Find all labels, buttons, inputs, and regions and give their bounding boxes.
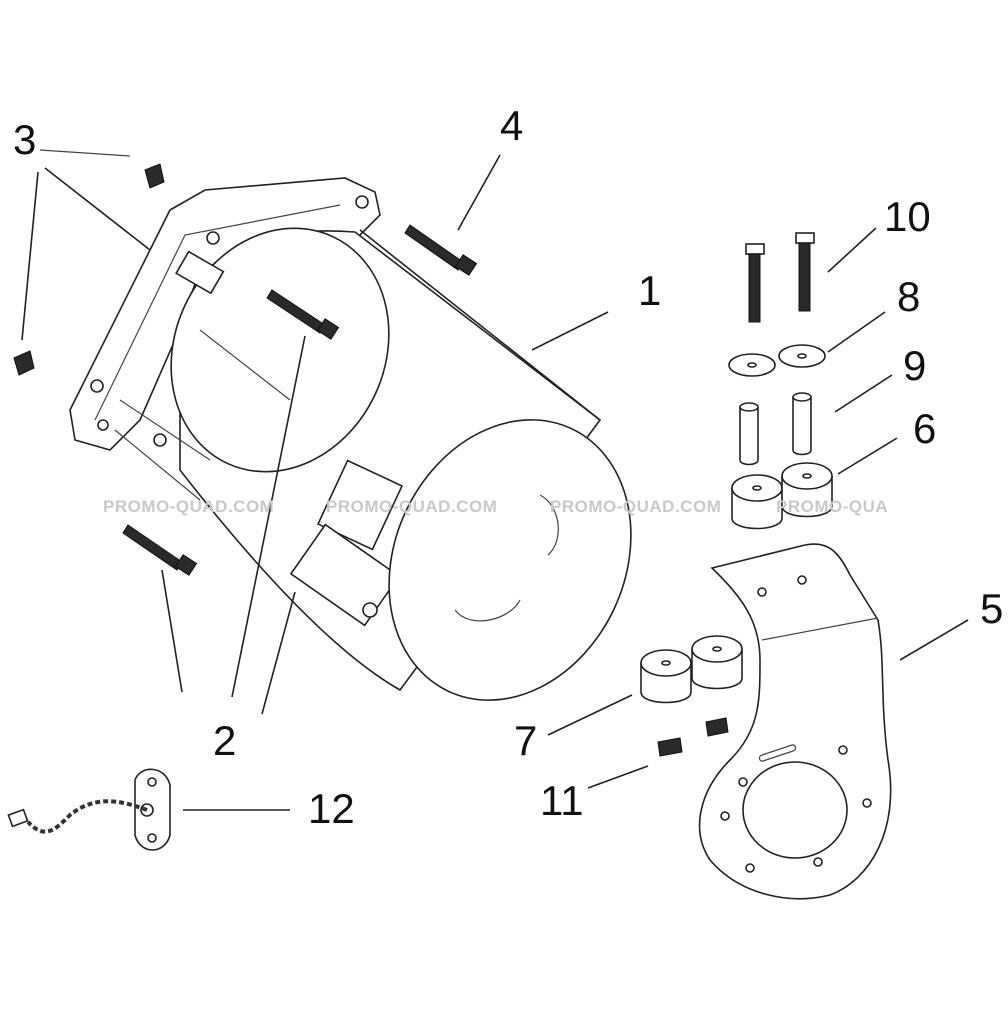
callout-12: 12 xyxy=(308,785,355,832)
sleeve-part-9 xyxy=(739,392,812,466)
callout-7: 7 xyxy=(514,717,538,764)
watermark-text: PROMO-QUAD.COM xyxy=(103,497,275,516)
damper-part-6 xyxy=(731,462,833,530)
watermark-text: PROMO-QUAD.COM xyxy=(326,497,498,516)
callout-5: 5 xyxy=(980,585,1004,632)
bolt-part-2a xyxy=(266,289,340,340)
bolt-part-2b xyxy=(122,524,198,576)
nut-part-11 xyxy=(657,717,729,757)
callout-10: 10 xyxy=(884,193,931,240)
damper-part-7 xyxy=(640,635,743,704)
housing-part-1 xyxy=(69,177,632,701)
leader-lines xyxy=(21,149,969,811)
bolt-part-10 xyxy=(745,232,815,323)
nut-part-3a xyxy=(144,163,165,189)
callout-6: 6 xyxy=(913,405,937,452)
callout-3: 3 xyxy=(13,116,37,163)
callout-8: 8 xyxy=(897,273,921,320)
callout-11: 11 xyxy=(540,777,584,824)
callout-4: 4 xyxy=(500,102,524,149)
callout-2: 2 xyxy=(213,717,237,764)
sensor-part-12 xyxy=(7,768,171,851)
watermark-text-partial: PROMO-QUA xyxy=(776,497,889,516)
callout-9: 9 xyxy=(903,342,927,389)
bracket-part-5 xyxy=(698,543,892,900)
bolt-part-4 xyxy=(404,224,478,276)
watermark-text: PROMO-QUAD.COM xyxy=(550,497,722,516)
callout-1: 1 xyxy=(638,267,662,314)
nut-part-3b xyxy=(13,350,35,376)
washer-part-8 xyxy=(728,344,826,377)
